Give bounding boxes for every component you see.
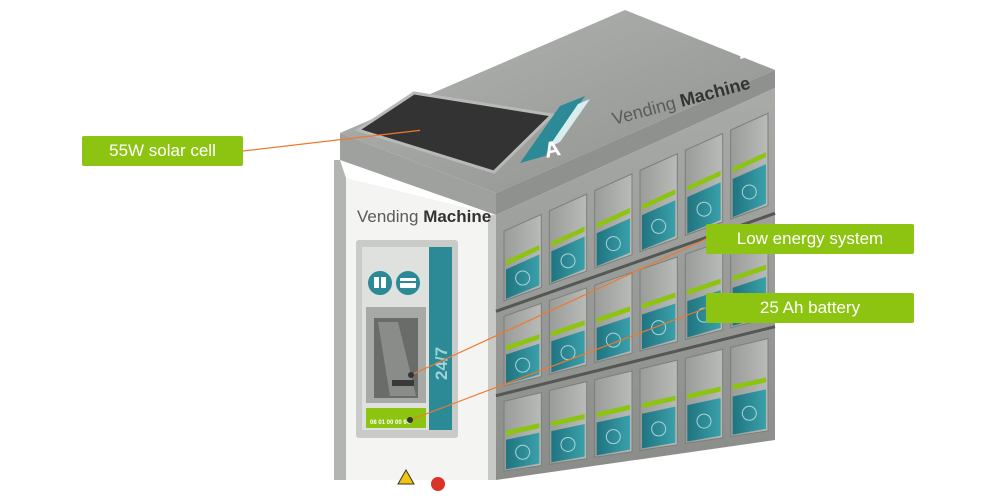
solar-leader-line <box>242 129 424 152</box>
locker-green-stripe <box>732 264 766 282</box>
locker-teal-panel <box>551 236 585 283</box>
locker-green-stripe <box>687 386 721 400</box>
locker-green-stripe <box>596 306 630 323</box>
solar-panel-frame <box>354 91 556 174</box>
locker-lock-icon <box>741 405 757 421</box>
solar-panel <box>358 93 552 172</box>
locker-green-stripe <box>596 404 630 418</box>
locker-lock-icon <box>515 357 531 373</box>
locker-green-stripe <box>687 278 721 296</box>
front-brand-bold: Machine <box>423 207 491 226</box>
warning-sign-icon <box>397 468 415 485</box>
energy-leader-dot <box>408 372 414 378</box>
front-brand-title: Vending Machine <box>357 207 491 226</box>
payment-kiosk: 24/7 08 01 00 00 94 <box>356 240 458 438</box>
locker-teal-panel <box>732 164 766 218</box>
callout-solar-cell: 55W solar cell <box>82 136 243 166</box>
locker-teal-panel <box>551 423 585 463</box>
red-sign-icon <box>431 477 445 491</box>
roof-stripe: A <box>520 96 590 163</box>
top-badge-text: 24/7 <box>738 45 762 62</box>
locker-green-stripe <box>596 207 630 229</box>
locker-teal-panel <box>551 330 585 373</box>
locker-teal-panel <box>596 218 630 267</box>
locker-lock-icon <box>651 421 667 437</box>
locker-green-stripe <box>551 226 585 247</box>
roof-letter: A <box>542 135 563 163</box>
locker-teal-panel <box>687 397 721 442</box>
battery-leader-dot <box>407 417 413 423</box>
locker-green-stripe <box>551 413 585 427</box>
locker-lock-icon <box>696 413 712 429</box>
locker-green-stripe <box>732 377 766 390</box>
shelf-rail <box>495 325 776 398</box>
kiosk-badge-text: 24/7 <box>432 347 451 380</box>
cash-payment-icon <box>368 271 392 295</box>
locker-green-stripe <box>732 152 766 173</box>
locker-green-stripe <box>506 423 540 436</box>
locker-teal-panel <box>642 406 676 449</box>
locker-lock-icon <box>741 184 757 200</box>
locker-teal-panel <box>506 432 540 470</box>
locker-lock-icon <box>651 320 667 336</box>
locker-green-stripe <box>642 292 676 309</box>
locker-lock-icon <box>605 429 621 445</box>
locker-lock-icon <box>696 201 712 217</box>
solar-leader-dot <box>420 127 426 133</box>
locker-green-stripe <box>687 170 721 191</box>
energy-leader-line <box>410 238 707 376</box>
top-badge: 24/7 <box>738 45 762 62</box>
locker-teal-panel <box>506 254 540 299</box>
locker-green-stripe <box>642 189 676 210</box>
locker-green-stripe <box>506 334 540 351</box>
locker-lock-icon <box>605 236 621 252</box>
locker-green-stripe <box>551 320 585 337</box>
locker-green-stripe <box>642 395 676 409</box>
locker-green-stripe <box>506 245 540 266</box>
locker-teal-panel <box>596 316 630 361</box>
kiosk-phone-number: 08 01 00 00 94 <box>370 420 411 426</box>
front-brand-light: Vending <box>357 207 423 226</box>
locker-teal-panel <box>596 415 630 456</box>
locker-lock-icon <box>515 444 531 460</box>
kiosk-phone-strip <box>366 408 426 428</box>
callout-low-energy-system: Low energy system <box>706 224 914 254</box>
locker-teal-panel <box>732 389 766 435</box>
locker-lock-icon <box>651 218 667 234</box>
locker-lock-icon <box>560 436 576 452</box>
locker-teal-panel <box>642 200 676 250</box>
locker-lock-icon <box>515 270 531 286</box>
battery-leader-line <box>409 307 707 421</box>
locker-teal-panel <box>687 182 721 234</box>
locker-lock-icon <box>560 253 576 269</box>
callout-battery: 25 Ah battery <box>706 293 914 323</box>
